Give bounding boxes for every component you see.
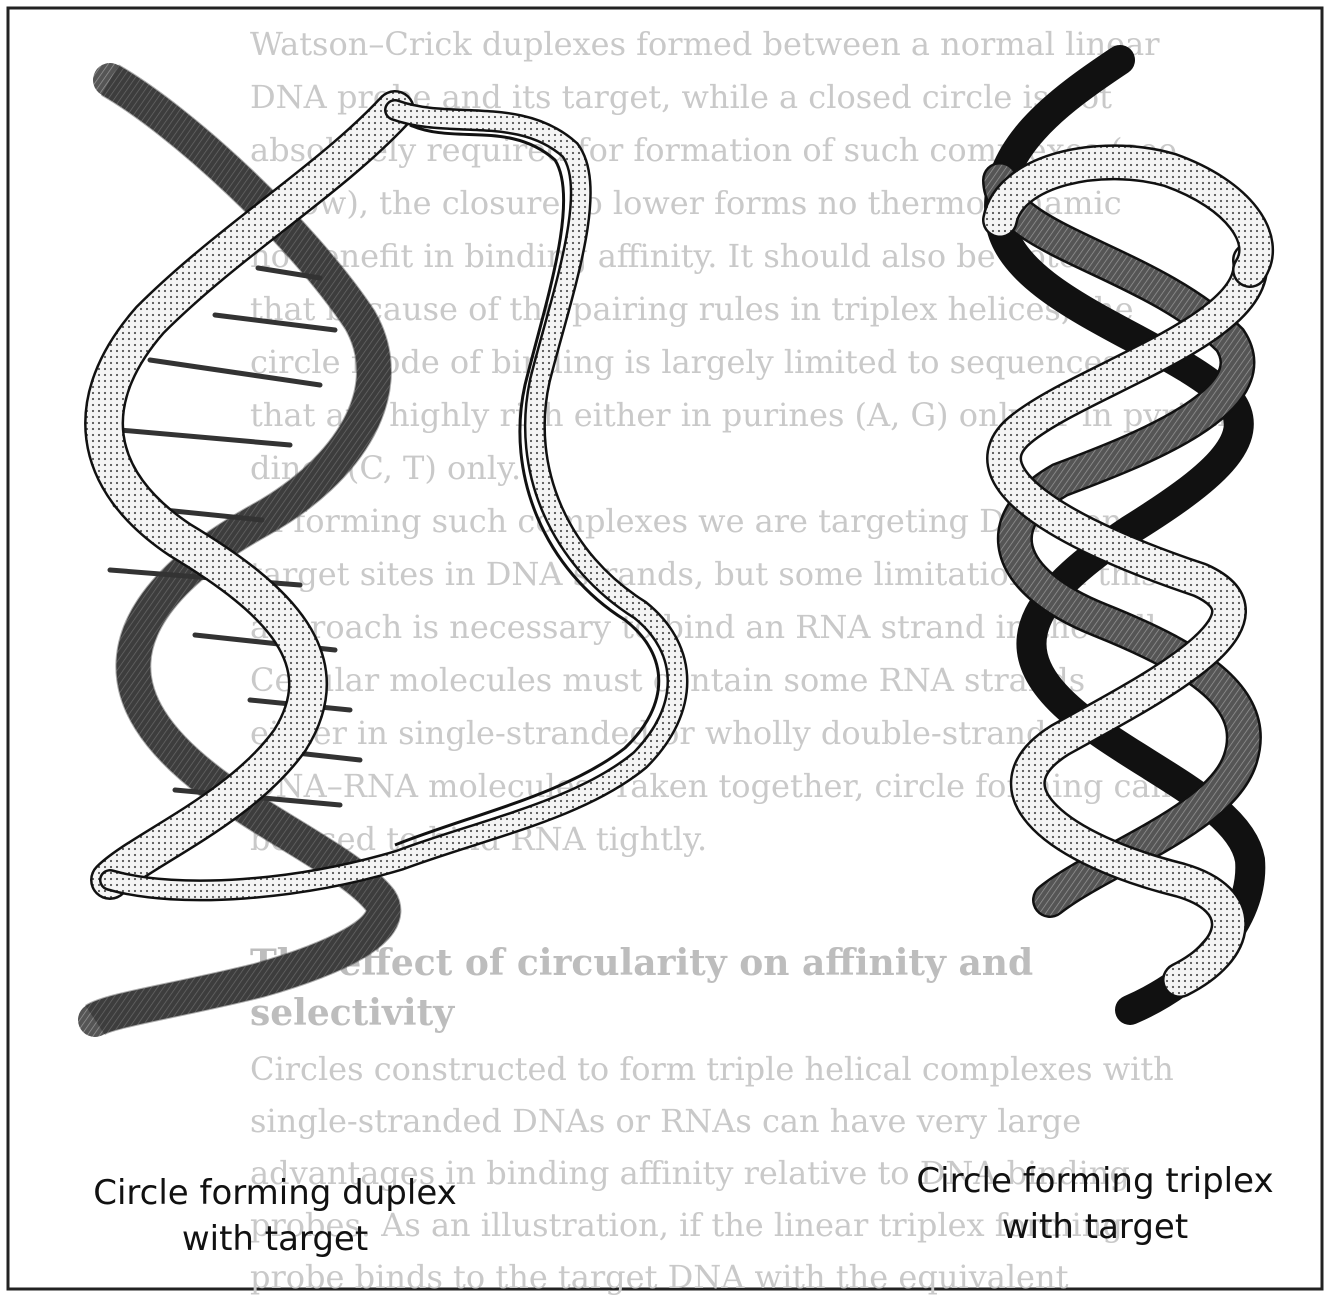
bleed-line: probe binds to the target DNA with the e… [250, 1258, 1069, 1296]
bleed-line: that because of the pairing rules in tri… [250, 290, 1134, 328]
bleed-line: Watson–Crick duplexes formed between a n… [250, 25, 1160, 63]
caption-triplex: Circle forming triplex with target [880, 1158, 1310, 1250]
caption-triplex-line-1: Circle forming triplex [880, 1158, 1310, 1204]
bleed-line: Circles constructed to form triple helic… [250, 1050, 1174, 1088]
bleed-line: In forming such complexes we are targeti… [250, 502, 1122, 540]
caption-duplex: Circle forming duplex with target [40, 1170, 510, 1262]
caption-triplex-line-2: with target [880, 1204, 1310, 1250]
bleed-line: no benefit in binding affinity. It shoul… [250, 237, 1098, 275]
bleed-line: single-stranded DNAs or RNAs can have ve… [250, 1102, 1081, 1140]
caption-duplex-line-2: with target [40, 1216, 510, 1262]
caption-duplex-line-1: Circle forming duplex [40, 1170, 510, 1216]
bleed-heading-line-2: selectivity [250, 992, 455, 1034]
